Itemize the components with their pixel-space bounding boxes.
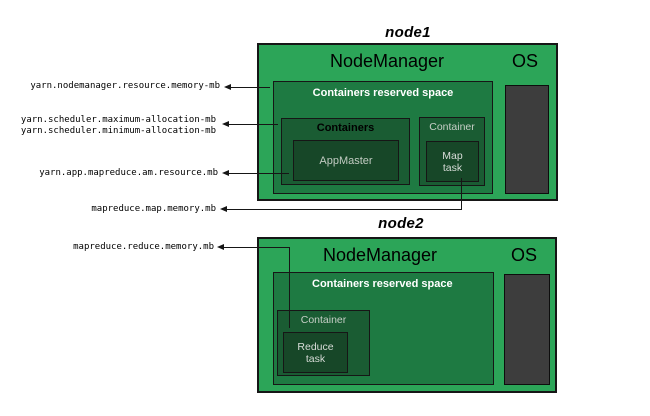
node2-os-memory-rect [504, 274, 550, 385]
node1-containers-box: Containers AppMaster [281, 118, 410, 185]
node1-nodemanager-label: NodeManager [329, 51, 445, 71]
node2-reserved-space-box: Containers reserved space Container Redu… [273, 272, 494, 385]
node2-nodemanager-label: NodeManager [322, 245, 438, 265]
node1-appmaster-box: AppMaster [293, 140, 399, 181]
node2-container-label: Container [300, 314, 347, 326]
node1-os-label: OS [511, 51, 538, 71]
node2-nodemanager-box: NodeManager OS Containers reserved space… [257, 237, 557, 393]
arrow-line-scheduler-allocation [229, 123, 278, 125]
node2-reduce-task-label-line1: Reduce [297, 340, 334, 353]
arrow-line-map-memory-vertical [461, 178, 463, 210]
node1-containers-label: Containers [316, 122, 375, 134]
label-mapreduce-map-memory-mb: mapreduce.map.memory.mb [91, 204, 216, 214]
arrow-line-reduce-memory-vertical [288, 247, 290, 328]
node1-container-box: Container Map task [419, 117, 485, 186]
label-yarn-app-mapreduce-am-resource-mb: yarn.app.mapreduce.am.resource.mb [39, 168, 218, 178]
label-yarn-nodemanager-resource-memory-mb: yarn.nodemanager.resource.memory-mb [30, 81, 220, 91]
arrow-head-scheduler-allocation [222, 120, 229, 127]
node2-reduce-task-box: Reduce task [283, 332, 348, 373]
label-mapreduce-reduce-memory-mb: mapreduce.reduce.memory.mb [73, 242, 214, 252]
label-yarn-scheduler-maximum-allocation-mb: yarn.scheduler.maximum-allocation-mb [20, 115, 216, 125]
node2-reserved-space-label: Containers reserved space [312, 278, 453, 290]
node1-reserved-space-label: Containers reserved space [312, 87, 454, 99]
arrow-head-reduce-memory [217, 244, 224, 250]
arrow-line-map-memory-horizontal [227, 209, 462, 211]
arrow-line-reduce-memory-horizontal [224, 247, 289, 249]
node2-title: node2 [378, 215, 424, 232]
arrow-line-am-resource [229, 172, 289, 174]
node1-nodemanager-box: NodeManager OS Containers reserved space… [257, 43, 558, 201]
label-yarn-scheduler-minimum-allocation-mb: yarn.scheduler.minimum-allocation-mb [20, 126, 216, 136]
node1-container-label: Container [429, 121, 475, 133]
node1-os-memory-rect [505, 85, 549, 194]
node2-container-box: Container Reduce task [277, 310, 370, 376]
node1-map-task-box: Map task [426, 141, 479, 182]
label-yarn-scheduler-allocation-mb: yarn.scheduler.maximum-allocation-mb yar… [0, 115, 216, 137]
node1-map-task-label-line2: task [442, 161, 463, 174]
arrow-head-map-memory [220, 206, 227, 212]
arrow-line-nm-resource-memory [231, 86, 270, 88]
node1-appmaster-label: AppMaster [319, 154, 373, 167]
node1-reserved-space-box: Containers reserved space Containers App… [273, 81, 493, 194]
arrow-head-nm-resource-memory [224, 83, 231, 90]
node1-map-task-label-line1: Map [442, 149, 463, 162]
node2-os-label: OS [510, 245, 537, 265]
node1-title: node1 [385, 24, 431, 41]
arrow-head-am-resource [222, 169, 229, 176]
node2-reduce-task-label-line2: task [305, 352, 326, 365]
